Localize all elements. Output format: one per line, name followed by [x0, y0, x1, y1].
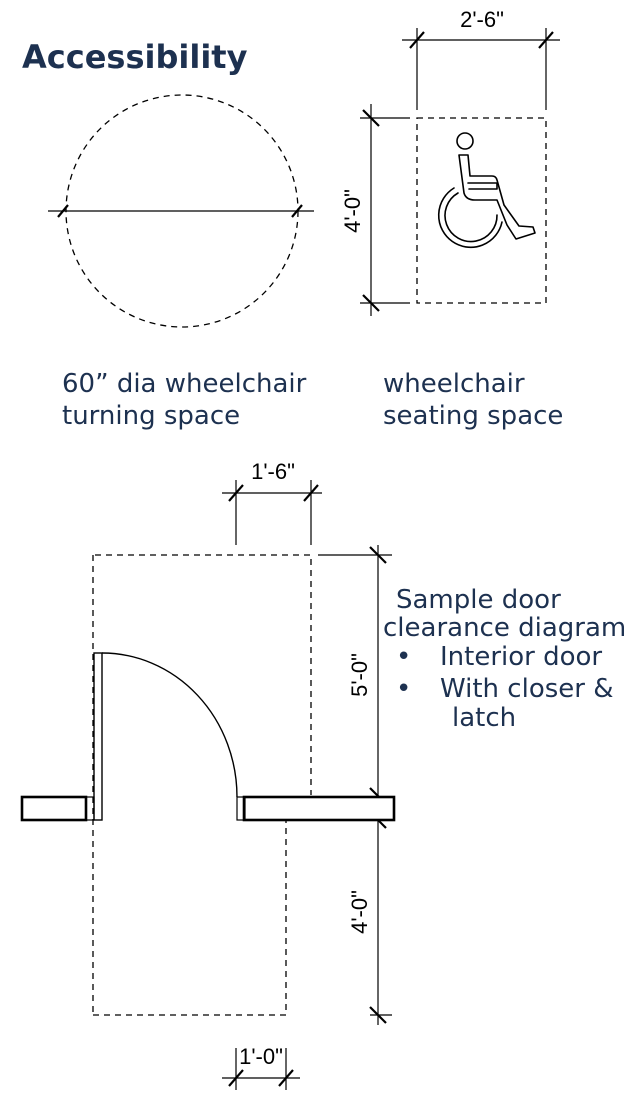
pull-side-clearance-upper [95, 554, 312, 795]
diameter-tick-left [57, 204, 69, 218]
door-bullet-2: With closer & [440, 674, 614, 704]
right-tick-bottom [369, 1006, 387, 1024]
depth-tick-bottom [362, 294, 380, 312]
push-depth-label: 4'-0" [347, 890, 372, 934]
seating-space-rect [416, 117, 547, 304]
wheelchair-icon [437, 132, 536, 249]
right-tick-top [369, 546, 387, 564]
depth-label: 4'-0" [340, 189, 365, 233]
width-tick-right [538, 31, 554, 49]
width-tick-left [409, 31, 425, 49]
door-bullet-3: latch [452, 703, 516, 733]
bottom-tick-right [278, 1069, 294, 1087]
pull-depth-label: 5'-0" [347, 653, 372, 697]
page-title: Accessibility [22, 38, 248, 76]
top-dim-label: 1'-6" [251, 459, 295, 484]
seating-space-caption-line2: seating space [383, 401, 563, 431]
width-label: 2'-6" [460, 7, 504, 32]
door-heading-line2: clearance diagram [383, 613, 626, 643]
seating-space-caption-line1: wheelchair [383, 369, 525, 399]
bottom-tick-left [228, 1069, 244, 1087]
jamb-right [236, 796, 246, 821]
top-tick-left [228, 484, 244, 502]
turning-space-diagram [48, 94, 314, 328]
diameter-tick-right [291, 204, 303, 218]
depth-tick-top [362, 109, 380, 127]
wall-right [242, 795, 396, 822]
turning-space-caption-line2: turning space [62, 401, 240, 431]
door-bullet-1: Interior door [440, 642, 602, 672]
door-heading-line1: Sample door [396, 585, 561, 615]
wall-left [20, 795, 88, 822]
door-swing-arc [101, 652, 238, 798]
bottom-dim-label: 1'-0" [239, 1044, 283, 1069]
turning-space-caption-line1: 60” dia wheelchair [62, 369, 307, 399]
door-leaf [93, 652, 103, 821]
seating-space-diagram: 2'-6" 4'-0" [340, 7, 560, 316]
bullet-dot-1: • [396, 642, 411, 672]
bullet-dot-2: • [396, 674, 411, 704]
top-tick-right [303, 484, 319, 502]
door-clearance-diagram: 1'-6" 5'-0" 4'-0" 1'-0" [20, 459, 396, 1090]
push-side-clearance-lower [93, 820, 287, 1016]
